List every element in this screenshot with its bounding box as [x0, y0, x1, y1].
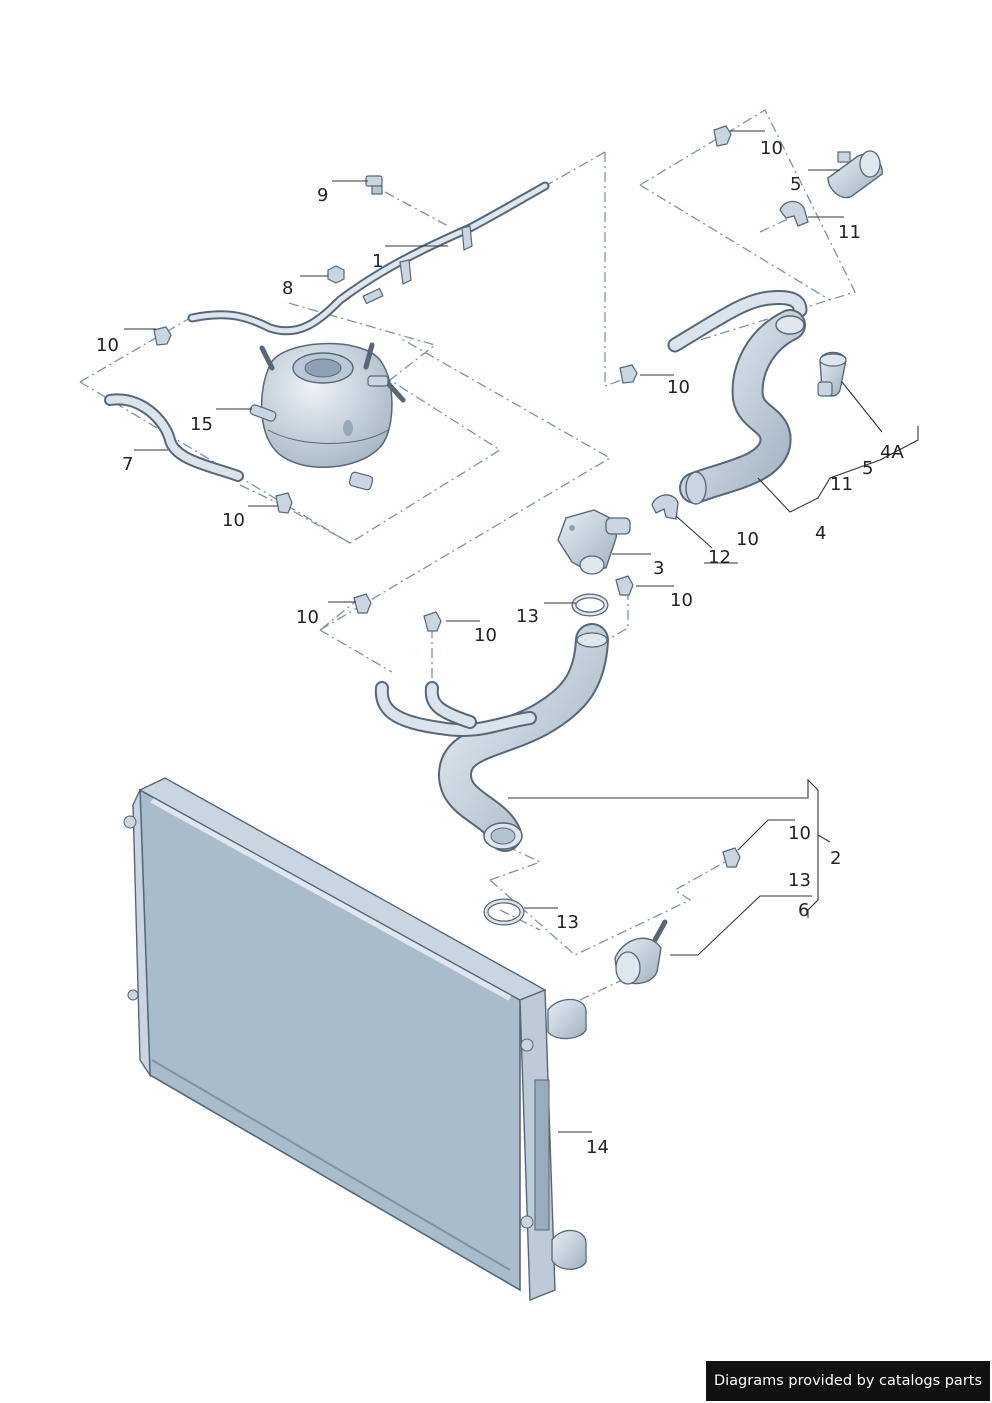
callout-10: 10 [296, 607, 319, 628]
credit-banner: Diagrams provided by catalogs parts [706, 1361, 990, 1401]
hose-clip-group [153, 125, 741, 868]
callout-2: 2 [830, 848, 841, 869]
callout-11: 11 [830, 474, 853, 495]
connector-4a[interactable] [817, 351, 847, 397]
small-hose[interactable] [667, 290, 808, 353]
callout-10: 10 [736, 529, 759, 550]
callout-10: 10 [222, 510, 245, 531]
expansion-tank[interactable] [249, 342, 406, 491]
callout-7: 7 [122, 454, 133, 475]
callout-6: 6 [798, 900, 809, 921]
callout-13: 13 [516, 606, 539, 627]
lower-coolant-hose[interactable] [374, 623, 609, 852]
clip-icon[interactable] [153, 326, 172, 346]
clip-icon[interactable] [713, 125, 732, 147]
overflow-hose[interactable] [104, 393, 244, 482]
callout-12: 12 [708, 547, 731, 568]
clip-icon[interactable] [615, 575, 634, 596]
clip-icon[interactable] [423, 611, 442, 632]
callout-1: 1 [372, 251, 383, 272]
callout-8: 8 [282, 278, 293, 299]
clip-icon[interactable] [619, 364, 638, 384]
callout-10: 10 [670, 590, 693, 611]
callout-10: 10 [474, 625, 497, 646]
thermostat-housing[interactable] [557, 509, 631, 575]
callout-15: 15 [190, 414, 213, 435]
callout-5: 5 [862, 458, 873, 479]
clip-icon[interactable] [275, 492, 293, 514]
radiator-connector[interactable] [614, 919, 668, 985]
bolt-icon[interactable] [365, 175, 383, 195]
callout-10: 10 [667, 377, 690, 398]
callout-9: 9 [317, 185, 328, 206]
clip-icon[interactable] [722, 847, 741, 868]
callout-14: 14 [586, 1137, 609, 1158]
callout-13: 13 [788, 870, 811, 891]
callout-10: 10 [760, 138, 783, 159]
clip-icon[interactable] [353, 593, 372, 614]
hose-clamp-ring[interactable] [571, 593, 609, 617]
upper-coolant-hose[interactable] [679, 309, 806, 505]
callout-10: 10 [96, 335, 119, 356]
hose-clamp-ring[interactable] [483, 898, 525, 926]
coolant-pipe[interactable] [187, 181, 550, 336]
callout-4: 4 [815, 523, 826, 544]
leader-lines [124, 130, 919, 1133]
callout-labels: 9 1 8 10 15 7 10 10 5 11 10 4A 5 11 4 10… [96, 138, 904, 1158]
spring-clip-icon[interactable] [779, 200, 809, 227]
connector-piece[interactable] [827, 150, 883, 199]
callout-13: 13 [556, 912, 579, 933]
callout-5: 5 [790, 174, 801, 195]
callout-11: 11 [838, 222, 861, 243]
callout-3: 3 [653, 558, 664, 579]
hose-clamp-icon[interactable] [651, 494, 679, 520]
nut-icon[interactable] [327, 265, 345, 284]
callout-10: 10 [788, 823, 811, 844]
radiator[interactable] [123, 777, 587, 1302]
callout-4a: 4A [880, 442, 904, 463]
